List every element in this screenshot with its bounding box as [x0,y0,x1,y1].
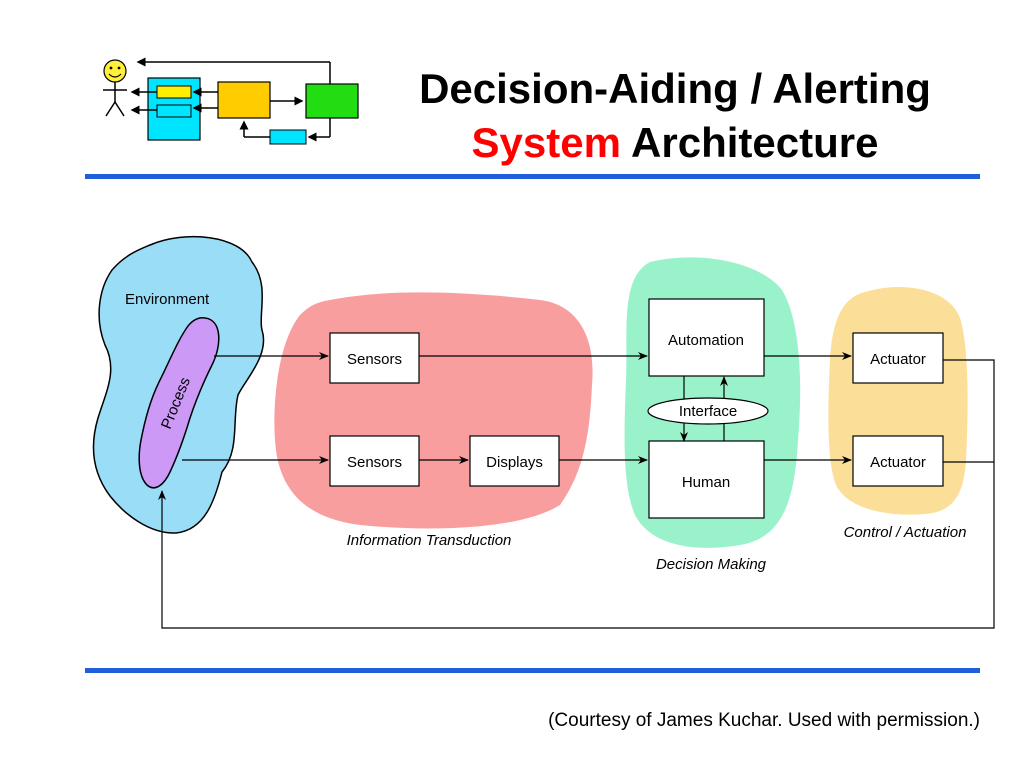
logo-diagram-icon [103,57,359,145]
sensors-top-box [329,332,420,384]
smiley-person-icon [103,59,127,117]
slide-title-line1: Decision-Aiding / Alerting [419,65,931,112]
bottom-divider [85,668,980,673]
human-box [648,440,765,519]
sensors-bottom-label: Sensors [347,454,402,471]
flow-arrows [158,352,995,629]
actuator-bottom-label: Actuator [870,454,926,471]
actuator-top-box [852,332,944,384]
caption-control-actuation: Control / Actuation [844,524,967,541]
environment-label: Environment [125,291,210,308]
interface-ellipse [647,397,769,425]
top-divider [85,174,980,179]
displays-box [469,435,560,487]
title-highlight: System [471,119,621,166]
automation-label: Automation [668,332,744,349]
caption-information-transduction: Information Transduction [347,532,512,549]
information-transduction-region [274,292,593,529]
actuator-bottom-box [852,435,944,487]
caption-decision-making: Decision Making [656,556,767,573]
human-label: Human [682,474,730,491]
title-rest: Architecture [620,119,879,166]
displays-label: Displays [486,454,543,471]
courtesy-note: (Courtesy of James Kuchar. Used with per… [548,710,980,731]
sensors-bottom-box [329,435,420,487]
interface-label: Interface [679,403,737,420]
slide-title-line2: System Architecture [330,122,1020,164]
automation-box [648,298,765,377]
actuator-top-label: Actuator [870,351,926,368]
sensors-top-label: Sensors [347,351,402,368]
process-region [138,317,220,489]
